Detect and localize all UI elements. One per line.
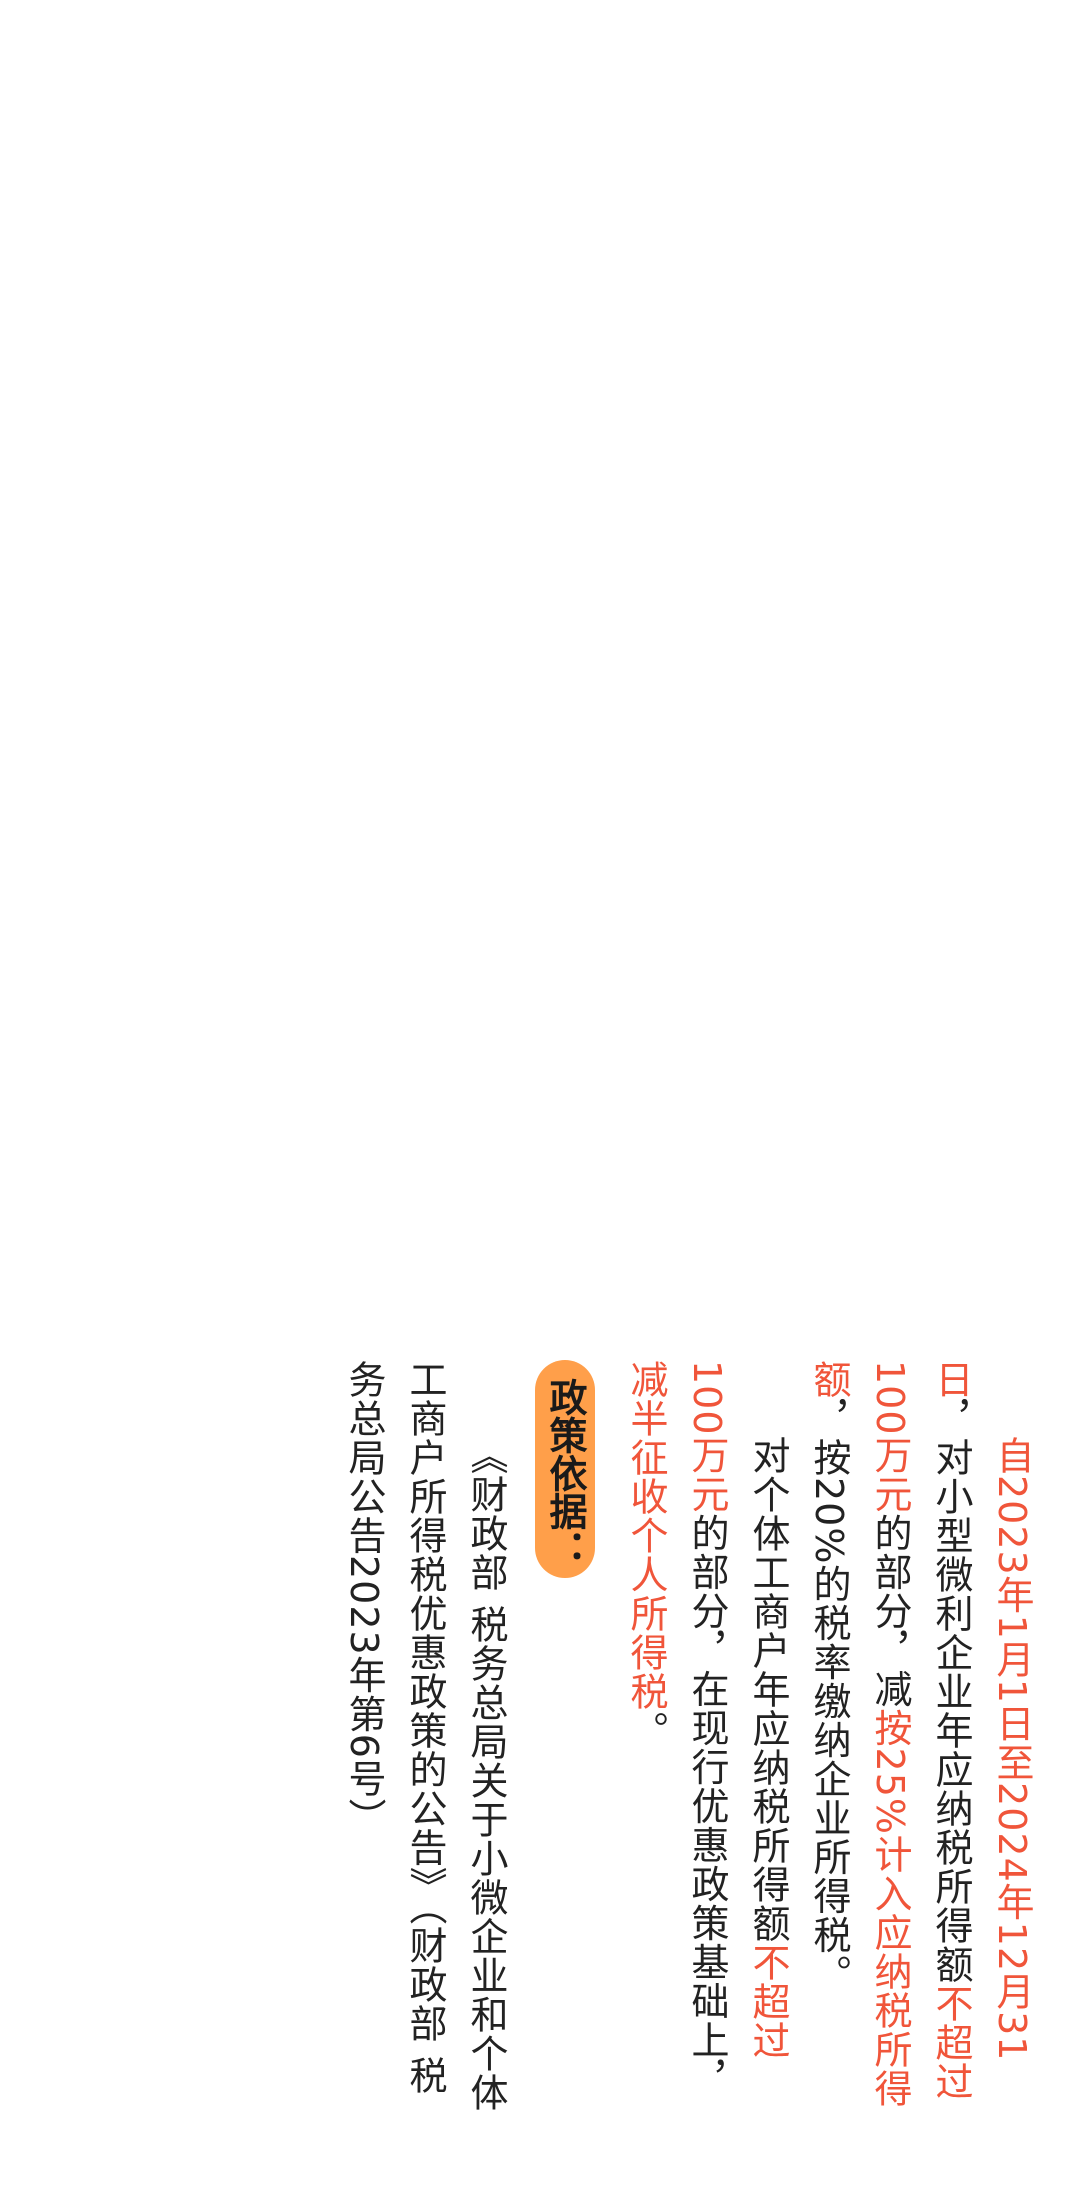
highlight-threshold: 不超过100万元 — [685, 1360, 790, 2060]
text-segment: 的部分，减 — [868, 1513, 912, 1709]
paragraph-small-enterprise-policy: 自2023年1月1日至2024年12月31日，对小型微利企业年应纳税所得额不超过… — [798, 1360, 1042, 2120]
text-segment: 。 — [624, 1711, 668, 1750]
text-segment: 对个体工商户年应纳税所得额 — [746, 1436, 790, 1943]
highlight-rate-base: 按25%计入应纳税所得额 — [807, 1360, 912, 2108]
highlight-period: 自2023年1月1日至2024年12月31日 — [929, 1360, 1034, 2062]
text-segment: 的部分，在现行优惠政策基础上， — [685, 1513, 729, 2099]
paragraph-policy-reference: 《财政部 税务总局关于小微企业和个体工商户所得税优惠政策的公告》（财政部 税务总… — [342, 1360, 508, 2113]
vertical-article: 自2023年1月1日至2024年12月31日，对小型微利企业年应纳税所得额不超过… — [333, 1360, 1042, 2120]
highlight-threshold: 不超过100万元 — [868, 1360, 973, 2101]
policy-basis-heading-row: 政策依据： — [534, 1360, 595, 2120]
policy-basis-badge: 政策依据： — [535, 1360, 595, 1578]
text-segment: ，对小型微利企业年应纳税所得额 — [929, 1399, 973, 1984]
text-segment: ，按20%的税率缴纳企业所得税。 — [807, 1399, 851, 1994]
paragraph-individual-business-policy: 对个体工商户年应纳税所得额不超过100万元的部分，在现行优惠政策基础上， 减半征收… — [615, 1360, 798, 2120]
highlight-half-tax: 减半征收个人所得税 — [624, 1360, 668, 1711]
